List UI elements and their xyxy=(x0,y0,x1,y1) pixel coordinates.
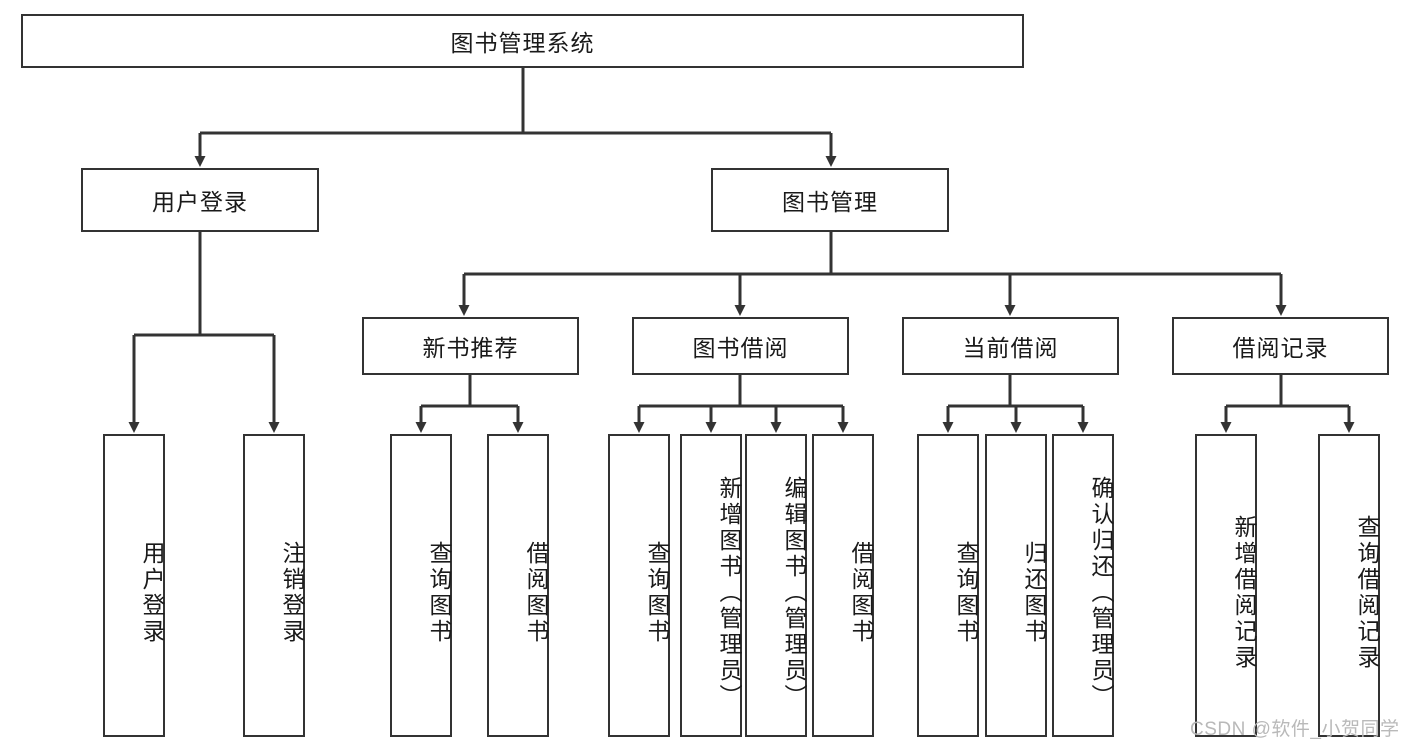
node-leaf-query-borrow-record-label: 查询借阅记录 xyxy=(1354,514,1380,671)
node-current-borrow-label: 当前借阅 xyxy=(962,335,1059,361)
node-leaf-add-borrow-record[interactable]: 新增借阅记录 xyxy=(1195,434,1257,737)
watermark: CSDN @软件_小贺同学 xyxy=(1190,719,1400,740)
node-leaf-add-borrow-record-label: 新增借阅记录 xyxy=(1231,514,1257,671)
node-root-label: 图书管理系统 xyxy=(450,30,595,56)
node-book-manage[interactable]: 图书管理 xyxy=(711,168,949,232)
node-book-manage-label: 图书管理 xyxy=(782,189,878,215)
node-leaf-edit-book-label: 编辑图书（管理员） xyxy=(781,475,807,710)
node-leaf-user-login-label: 用户登录 xyxy=(139,540,165,645)
node-leaf-query-book-borrow[interactable]: 查询图书 xyxy=(608,434,670,737)
node-leaf-borrow-book-rec-label: 借阅图书 xyxy=(523,540,549,645)
node-borrow-record-label: 借阅记录 xyxy=(1232,335,1329,361)
node-user-login-label: 用户登录 xyxy=(152,189,248,215)
node-leaf-add-book-label: 新增图书（管理员） xyxy=(716,475,742,710)
node-leaf-edit-book[interactable]: 编辑图书（管理员） xyxy=(745,434,807,737)
node-leaf-query-book-rec-label: 查询图书 xyxy=(426,540,452,645)
node-leaf-user-login[interactable]: 用户登录 xyxy=(103,434,165,737)
node-user-login[interactable]: 用户登录 xyxy=(81,168,319,232)
node-leaf-borrow-book-rec[interactable]: 借阅图书 xyxy=(487,434,549,737)
node-new-book-recommend-label: 新书推荐 xyxy=(422,335,519,361)
node-leaf-borrow-book[interactable]: 借阅图书 xyxy=(812,434,874,737)
node-book-borrow[interactable]: 图书借阅 xyxy=(632,317,849,375)
node-leaf-confirm-return-label: 确认归还（管理员） xyxy=(1088,475,1114,710)
node-new-book-recommend[interactable]: 新书推荐 xyxy=(362,317,579,375)
node-leaf-query-borrow-record[interactable]: 查询借阅记录 xyxy=(1318,434,1380,737)
node-leaf-query-book-rec[interactable]: 查询图书 xyxy=(390,434,452,737)
node-leaf-query-book-current-label: 查询图书 xyxy=(953,540,979,645)
node-leaf-borrow-book-label: 借阅图书 xyxy=(848,540,874,645)
node-leaf-confirm-return[interactable]: 确认归还（管理员） xyxy=(1052,434,1114,737)
node-leaf-return-book[interactable]: 归还图书 xyxy=(985,434,1047,737)
node-leaf-query-book-current[interactable]: 查询图书 xyxy=(917,434,979,737)
node-leaf-logout-login-label: 注销登录 xyxy=(279,540,305,645)
node-leaf-add-book[interactable]: 新增图书（管理员） xyxy=(680,434,742,737)
node-leaf-return-book-label: 归还图书 xyxy=(1021,540,1047,645)
node-root[interactable]: 图书管理系统 xyxy=(21,14,1024,68)
node-leaf-logout-login[interactable]: 注销登录 xyxy=(243,434,305,737)
node-borrow-record[interactable]: 借阅记录 xyxy=(1172,317,1389,375)
node-leaf-query-book-borrow-label: 查询图书 xyxy=(644,540,670,645)
node-current-borrow[interactable]: 当前借阅 xyxy=(902,317,1119,375)
node-book-borrow-label: 图书借阅 xyxy=(692,335,789,361)
